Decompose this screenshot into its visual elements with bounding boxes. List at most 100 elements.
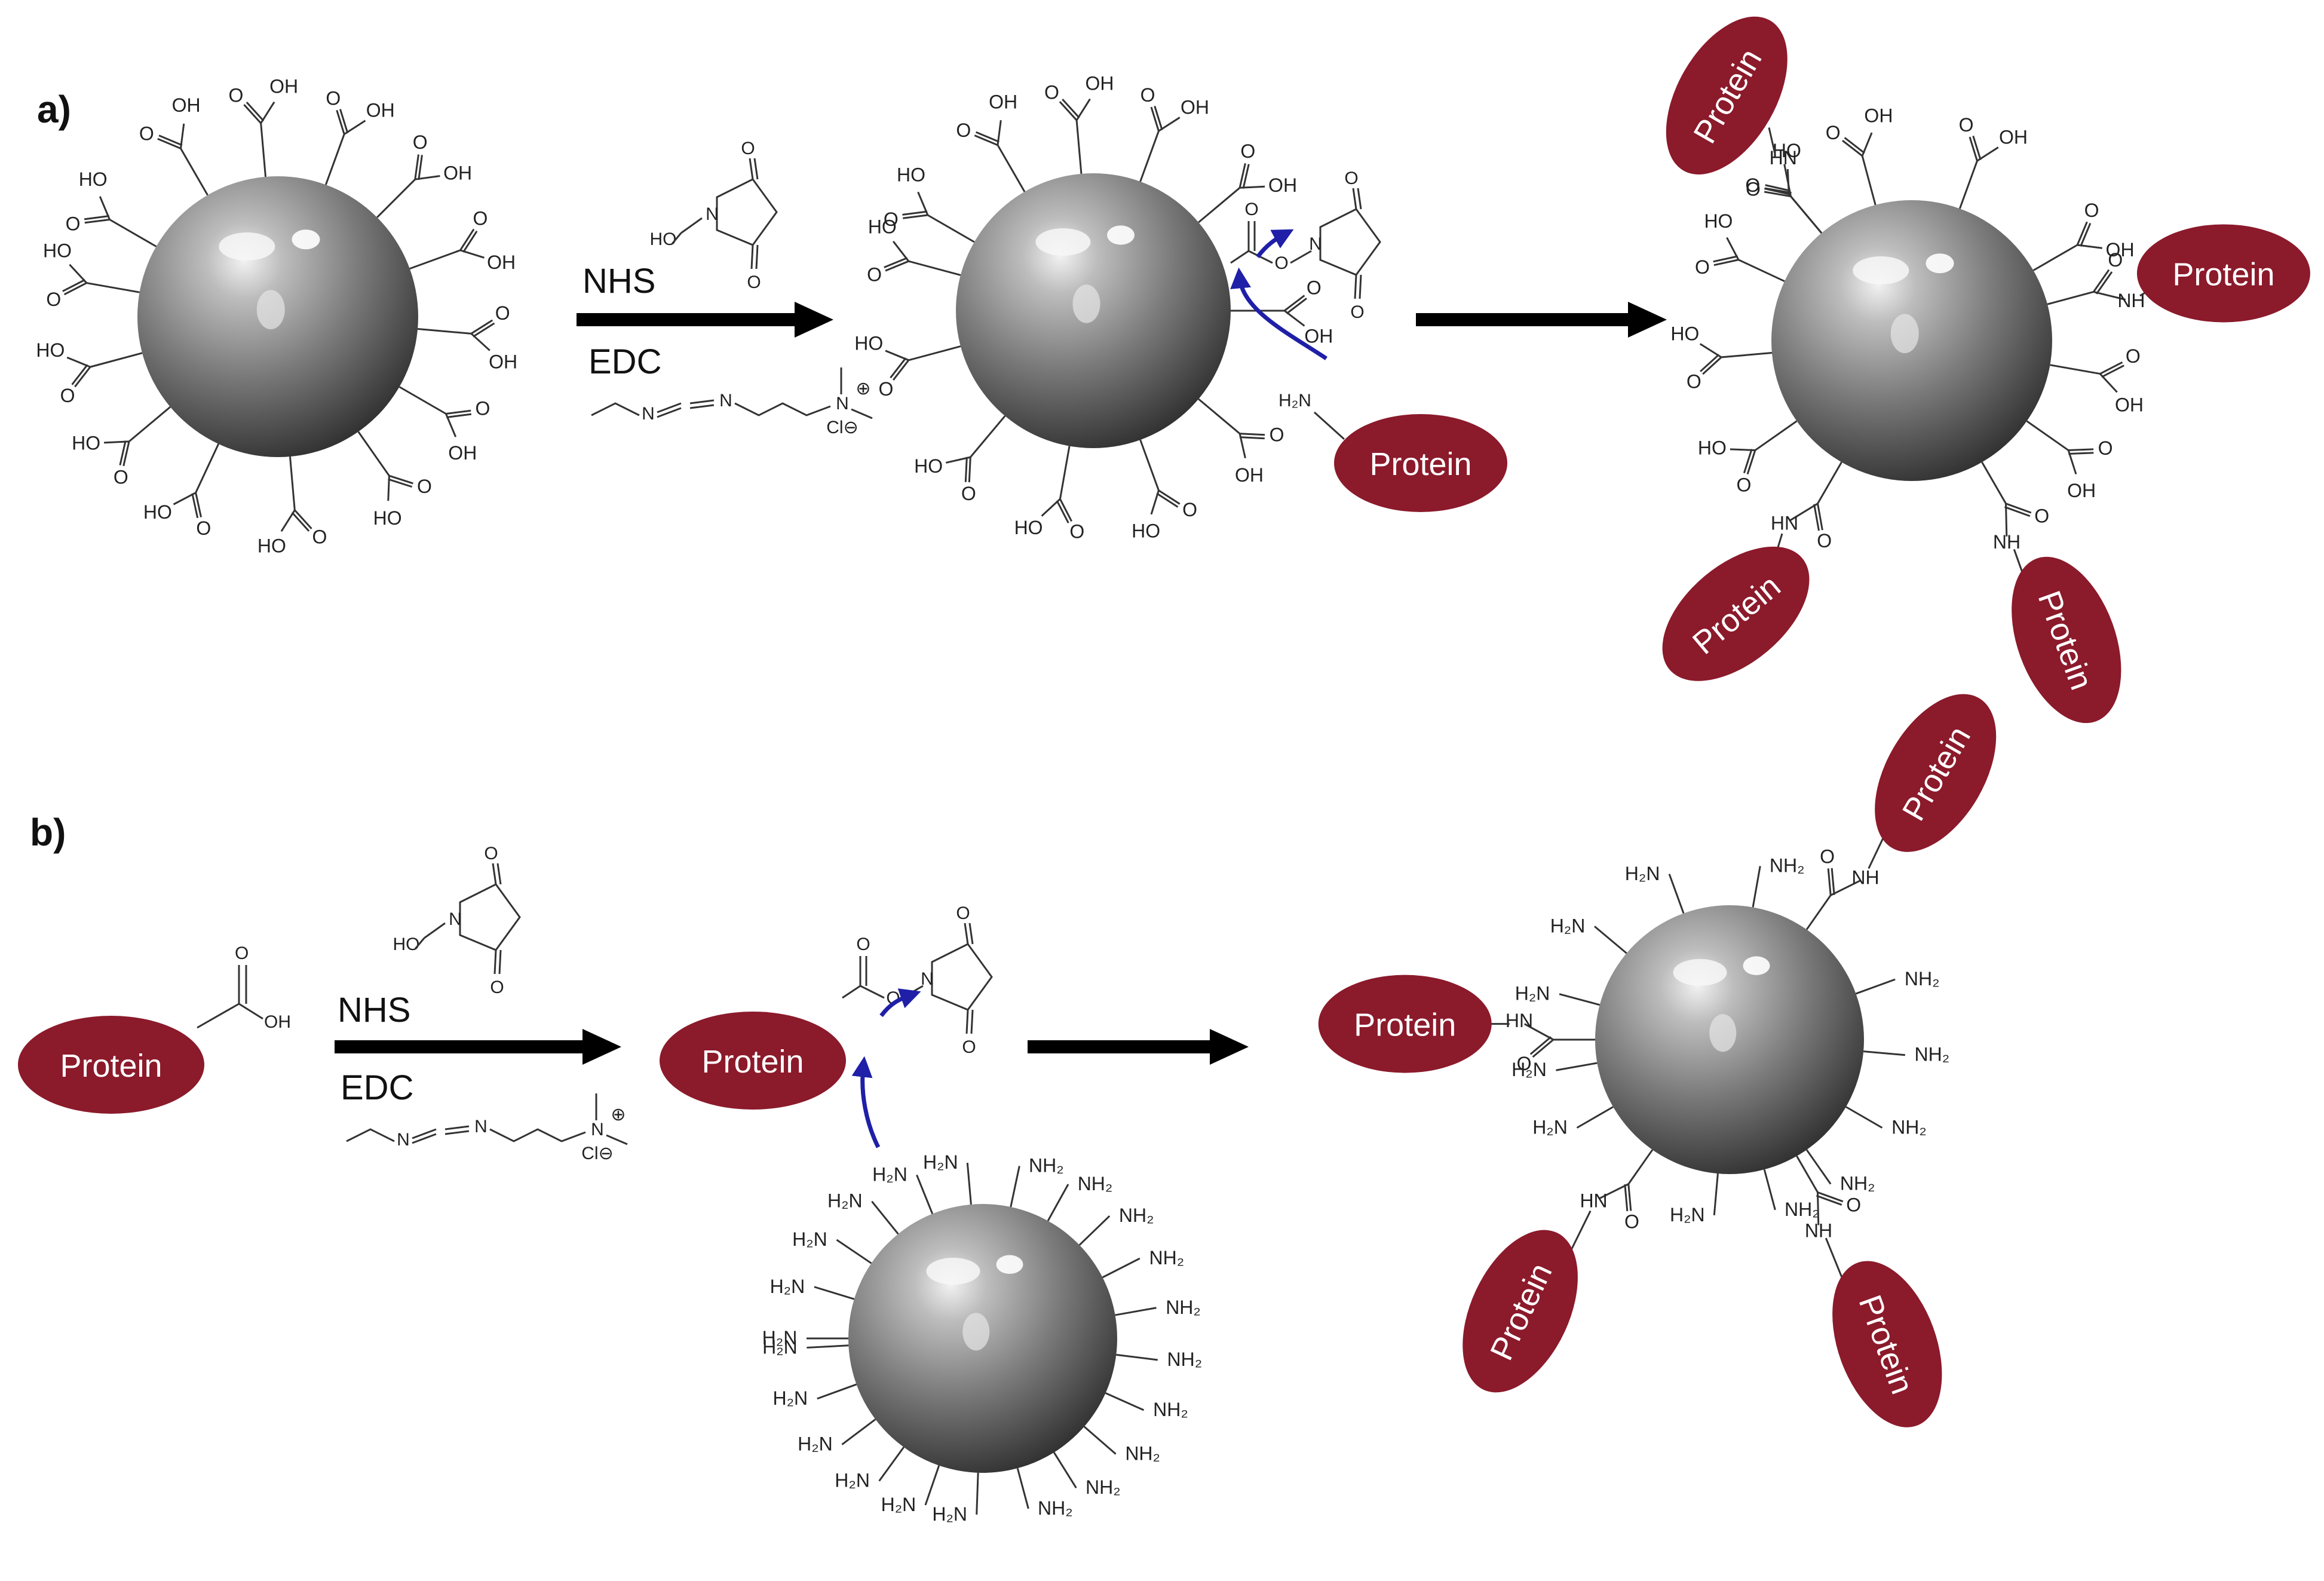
hydroxyl-oh: OH [443, 162, 472, 183]
amine-label: NH₂ [1078, 1173, 1113, 1194]
amide-nh: NH [1851, 866, 1879, 888]
carbonyl-o: O [66, 213, 81, 234]
edc-plus: ⊕ [611, 1105, 626, 1125]
amide-nh: NH [1993, 531, 2021, 553]
amine-label: NH₂ [1029, 1154, 1064, 1176]
mechanism-arrow-a2 [1256, 229, 1294, 259]
succinimide: NOO [1309, 168, 1381, 322]
protein-ellipse [1875, 694, 1997, 852]
protein: Protein [1463, 1230, 1578, 1393]
amine-label: H₂N [1511, 1059, 1547, 1080]
reaction-arrow-a1 [577, 302, 833, 338]
protein-label: Protein [2172, 256, 2274, 292]
protein: Protein [1832, 1261, 1942, 1427]
amine-label: H₂N [1532, 1117, 1568, 1138]
nhs-label-a: NHS [582, 262, 655, 301]
carbonyl-o: O [114, 466, 128, 488]
carbonyl-o: O [1307, 277, 1322, 298]
panel-label-a: a) [37, 88, 71, 131]
nhs-hydroxyl: HO [393, 934, 420, 954]
carbonyl-o: O [139, 123, 154, 145]
amine-label: NH₂ [1891, 1117, 1927, 1138]
carbonyl-o: O [884, 209, 899, 230]
carbonyl-o: O [1270, 424, 1284, 446]
carbonyl-o: O [413, 131, 428, 153]
hydroxyl-oh: OH [2115, 394, 2144, 415]
amine-label: H₂N [872, 1163, 907, 1185]
sphere-highlight [1673, 959, 1727, 986]
amine-label: H₂N [772, 1387, 808, 1409]
amine-label: NH₂ [1119, 1205, 1154, 1226]
carbonyl-o: O [1737, 474, 1752, 496]
carbonyl-o: O [1826, 122, 1841, 143]
carbonyl-o: O [326, 87, 341, 109]
carbonyl-o: O [473, 208, 488, 229]
hydroxyl-oh: HO [854, 333, 883, 354]
hydroxyl-oh: HO [1773, 140, 1801, 161]
edc-chloride: Cl⊖ [581, 1144, 613, 1163]
carbonyl-o: O [2034, 505, 2049, 527]
carbonyl-o: O [1959, 114, 1974, 136]
carbonyl-o: O [1182, 499, 1197, 520]
amine-label: H₂N [1515, 983, 1550, 1004]
hydroxyl-oh: OH [2067, 480, 2096, 501]
carbonyl-o: O [2084, 200, 2099, 221]
hydroxyl-oh: HO [257, 535, 286, 557]
carbonyl-o: O [196, 517, 211, 539]
protein: Protein [2136, 224, 2310, 323]
protein-amine-a: Protein [1334, 414, 1507, 512]
carbonyl-o: O [1746, 179, 1761, 200]
sphere-highlight [292, 229, 320, 250]
reaction-arrow-a2 [1416, 302, 1667, 338]
amine-label: NH₂ [1785, 1199, 1820, 1220]
amine-label: NH₂ [1038, 1497, 1073, 1519]
protein-label: Protein [60, 1048, 162, 1084]
hydroxyl-oh: HO [143, 501, 172, 523]
hydroxyl-oh: HO [868, 216, 897, 237]
amide-nh: HN [1580, 1190, 1607, 1212]
protein-ellipse [1318, 975, 1492, 1073]
hydroxyl-oh: OH [269, 75, 298, 97]
hydroxyl-oh: HO [36, 339, 65, 361]
hydroxyl-oh: OH [366, 100, 395, 121]
ester-o: O [1244, 200, 1258, 219]
reaction-arrow-b1 [335, 1029, 621, 1065]
sphere-highlight [926, 1258, 980, 1285]
hydroxyl-oh: OH [172, 94, 201, 116]
succinimide-ring [459, 883, 521, 951]
carbonyl-o: O [2126, 345, 2141, 367]
hydroxyl-oh: OH [1086, 72, 1114, 94]
amide-nh: HN [1506, 1010, 1533, 1031]
edc-n2: N [719, 391, 732, 410]
ring-o-bottom: O [1350, 302, 1364, 322]
ring-o-top: O [484, 844, 498, 863]
hydroxyl-oh: OH [1235, 464, 1264, 486]
amine-label: H₂N [1550, 915, 1586, 936]
carbonyl-o: O [1817, 530, 1832, 551]
amine-label: H₂N [923, 1151, 958, 1173]
carbonyl-o: O [1687, 371, 1701, 393]
protein-ester-b: Protein [660, 1012, 846, 1110]
hydroxyl-oh: HO [1670, 323, 1699, 344]
hydroxyl-oh: OH [1999, 126, 2028, 148]
carbonyl-o: O [1820, 846, 1835, 868]
succinimide-ring [1319, 208, 1381, 276]
sphere-highlight [256, 290, 285, 330]
ester-o-link: O [1274, 253, 1288, 273]
edc-n3: N [591, 1120, 604, 1139]
carbonyl-o: O [1240, 140, 1255, 162]
sphere-highlight [1072, 284, 1100, 323]
sphere-highlight [962, 1313, 990, 1351]
sphere-highlight [1926, 253, 1954, 274]
carbonyl-o: O [867, 264, 882, 286]
hydroxyl-oh: OH [1864, 105, 1893, 126]
